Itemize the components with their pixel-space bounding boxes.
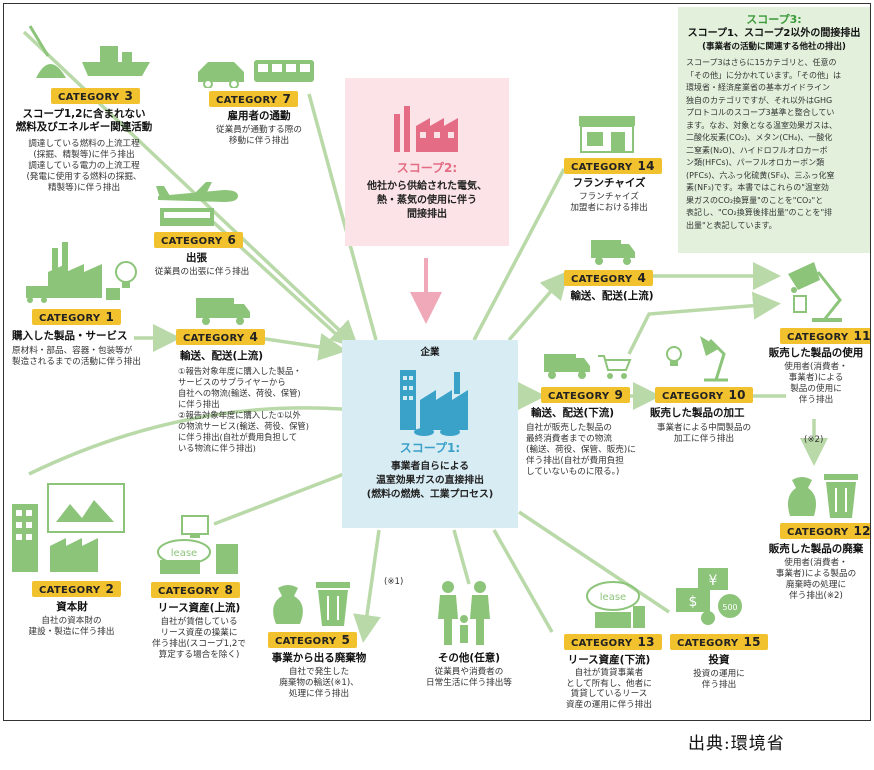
category-5-title: 事業から出る廃棄物: [271, 652, 367, 664]
category-3-desc: 調達している燃料の上流工程 (採掘、精製等)に伴う排出 調達している電力の上流工…: [26, 139, 142, 193]
category-6-desc: 従業員の出張に伴う排出: [154, 267, 250, 277]
category-8-title: リース資産(上流): [157, 602, 241, 614]
category-5-desc: 自社で発生した 廃棄物の輸送(※1)、 処理に伴う排出: [279, 667, 359, 699]
family-icon: [438, 581, 490, 645]
category-2-desc: 自社の資本財の 建設・製造に伴う排出: [28, 616, 115, 637]
scope1-text: 事業者自らによる 温室効果ガスの直接排出 (燃料の燃焼、工業プロセス): [366, 461, 494, 500]
category-12-title: 販売した製品の廃棄: [768, 543, 864, 555]
lamp-icon: [666, 336, 728, 382]
scope3-title: スコープ3:: [746, 13, 802, 26]
note-1: (※1): [384, 577, 404, 587]
svg-text:lease: lease: [600, 592, 626, 603]
flow-arrows: [22, 30, 828, 643]
building-icon: [12, 483, 125, 572]
category-10-desc: 事業者による中間製品の 加工に伴う排出: [656, 423, 752, 444]
category-13-title: リース資産(下流): [567, 654, 651, 666]
note-2: (※2): [804, 435, 824, 445]
category-4-upstream-desc: ①報告対象年度に購入した製品・ サービスのサプライヤーから 自社への物流(輸送、…: [178, 366, 309, 453]
category-15-title: 投資: [708, 654, 730, 666]
category-3-title: スコープ1,2に含まれない 燃料及びエネルギー関連活動: [15, 108, 153, 133]
scope2-box: スコープ2: 他社から供給された電気、 熱・蒸気の使用に伴う 間接排出: [345, 78, 509, 246]
scope2-title: スコープ2:: [396, 161, 458, 175]
category-1-desc: 原材料・部品、容器・包装等が 製造されるまでの活動に伴う排出: [12, 346, 141, 367]
category-4-downstream-title: 輸送、配送(上流): [570, 290, 654, 302]
category-11-title: 販売した製品の使用: [768, 347, 864, 359]
svg-text:lease: lease: [171, 548, 197, 559]
category-6-title: 出張: [186, 252, 207, 264]
airplane-icon: [156, 182, 238, 226]
factory-icon: [26, 242, 137, 303]
category-2-title: 資本財: [56, 601, 88, 613]
category-14-title: フランチャイズ: [572, 177, 646, 189]
scope1-box: 企業 スコープ1: 事業者自らによる 温室効果ガスの直接排出 (燃料の燃焼、工業…: [342, 340, 518, 528]
category-13-desc: 自社が賃貸事業者 として所有し、他者に 賃貸しているリース 資産の運用に伴う排出: [566, 668, 652, 710]
category-14-desc: フランチャイズ 加盟者における排出: [570, 192, 648, 213]
scope3-text: スコープ3はさらに15カテゴリと、任意の 「その他」に分かれています。「その他」…: [686, 58, 841, 230]
trash-icon: [273, 582, 350, 626]
category-9-desc: 自社が販売した製品の 最終消費者までの物流 (輸送、荷役、保管、販売)に 伴う排…: [526, 423, 636, 477]
category-1-title: 購入した製品・サービス: [12, 330, 128, 342]
source-credit: 出典:環境省: [688, 734, 785, 754]
scope3-subtitle: スコープ1、スコープ2以外の間接排出: [687, 28, 861, 39]
lease-icon: lease: [157, 515, 238, 574]
lamp-icon: [788, 262, 842, 322]
category-9-title: 輸送、配送(下流): [531, 407, 615, 419]
category-4-upstream-title: 輸送、配送(上流): [180, 350, 264, 362]
category-7-desc: 従業員が通勤する際の 移動に伴う排出: [216, 125, 302, 146]
truck-icon: [196, 298, 250, 325]
truck-icon: [591, 240, 635, 265]
category-15-desc: 投資の運用に 伴う排出: [693, 669, 745, 690]
category-12-desc: 使用者(消費者・ 事業者)による製品の 廃棄時の処理に 伴う排出(※2): [775, 558, 857, 601]
other-desc: 従業員や消費者の 日常生活に伴う排出等: [426, 667, 512, 688]
category-8-desc: 自社が賃借している リース資産の操業に 伴う排出(スコープ1,2で 算定する場合…: [152, 617, 246, 660]
scope3-box: スコープ3: スコープ1、スコープ2以外の間接排出 (事業者の活動に関連する他社…: [678, 7, 870, 253]
shovel-ship-icon: [28, 25, 150, 78]
scope1-company: 企業: [420, 347, 440, 358]
lease-icon: lease: [586, 581, 645, 628]
category-10-title: 販売した製品の加工: [650, 407, 745, 419]
factory-icon: [400, 370, 468, 436]
other-title: その他(任意): [437, 652, 501, 664]
category-7-title: 雇用者の通勤: [227, 110, 291, 122]
svg-text:¥: ¥: [709, 573, 718, 589]
car-bus-icon: [198, 60, 314, 88]
scope-diagram: スコープ2: 他社から供給された電気、 熱・蒸気の使用に伴う 間接排出 企業 ス…: [3, 3, 871, 721]
scope3-note: (事業者の活動に関連する他社の排出): [702, 42, 846, 52]
svg-text:500: 500: [722, 603, 737, 612]
scope1-title: スコープ1:: [399, 441, 461, 455]
money-icon: ¥ $ 500: [676, 568, 742, 625]
store-icon: [579, 116, 635, 153]
scope2-text: 他社から供給された電気、 熱・蒸気の使用に伴う 間接排出: [367, 181, 487, 220]
svg-text:$: $: [689, 594, 698, 610]
truck-cart-icon: [544, 354, 632, 379]
factory-icon: [394, 106, 458, 152]
category-11-desc: 使用者(消費者・ 事業者)による 製品の使用に 伴う排出: [784, 362, 848, 405]
trash-icon: [788, 474, 858, 518]
